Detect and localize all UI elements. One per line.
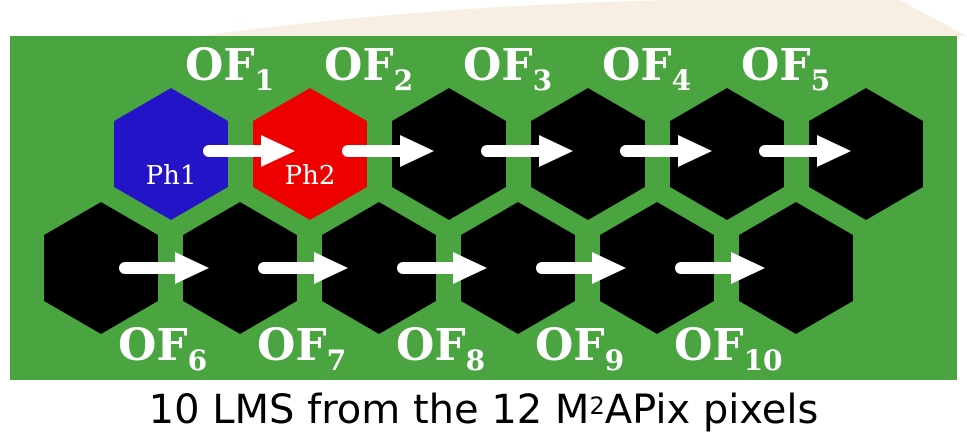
of-label-2: OF2 — [324, 40, 413, 97]
of-label-6: OF6 — [118, 320, 207, 377]
of-label-1: OF1 — [185, 40, 274, 97]
figure-caption: 10 LMS from the 12 M2APix pixels — [0, 380, 967, 440]
bottom-row-pixel-6 — [739, 202, 853, 334]
of-label-3: OF3 — [463, 40, 552, 97]
pixel-hexagons — [44, 88, 923, 334]
top-row-pixel-4 — [531, 88, 645, 220]
bottom-row-pixel-1 — [44, 202, 158, 334]
arrow-bottom-4 — [536, 252, 626, 284]
caption-text-end: APix pixels — [604, 387, 819, 433]
arrow-bottom-3 — [397, 252, 487, 284]
arrow-bottom-1 — [119, 252, 209, 284]
top-row-pixel-5 — [670, 88, 784, 220]
of-label-7: OF7 — [257, 320, 346, 377]
top-decorative-band — [200, 0, 967, 36]
top-row-pixel-2 — [253, 88, 367, 220]
arrow-top-1 — [203, 135, 295, 167]
arrow-bottom-2 — [258, 252, 348, 284]
bottom-row-pixel-4 — [461, 202, 575, 334]
of-label-4: OF4 — [602, 40, 691, 97]
top-row-pixel-1 — [114, 88, 228, 220]
of-label-5: OF5 — [741, 40, 830, 97]
caption-superscript: 2 — [589, 392, 605, 420]
arrow-top-2 — [342, 135, 434, 167]
photoreceptor-labels: Ph1 Ph2 — [146, 161, 336, 191]
arrows — [119, 135, 851, 284]
top-band-shape — [200, 0, 967, 36]
bottom-row-pixel-2 — [183, 202, 297, 334]
lms-diagram: Ph1 Ph2 OF1 OF2 OF3 OF4 OF5 OF6 OF7 OF8 OF9 OF10 — [10, 36, 957, 380]
bottom-row-pixel-5 — [600, 202, 714, 334]
pixel-label-ph2: Ph2 — [285, 161, 336, 191]
of-label-8: OF8 — [396, 320, 485, 377]
top-row-pixel-3 — [392, 88, 506, 220]
caption-text: 10 LMS from the 12 M — [148, 387, 590, 433]
of-label-9: OF9 — [535, 320, 624, 377]
arrow-bottom-5 — [675, 252, 765, 284]
of-labels-top: OF1 OF2 OF3 OF4 OF5 — [185, 40, 830, 97]
arrow-top-4 — [620, 135, 712, 167]
top-row-pixel-6 — [809, 88, 923, 220]
of-labels-bottom: OF6 OF7 OF8 OF9 OF10 — [118, 320, 783, 377]
arrow-top-3 — [481, 135, 573, 167]
arrow-top-5 — [759, 135, 851, 167]
pixel-label-ph1: Ph1 — [146, 161, 197, 191]
bottom-row-pixel-3 — [322, 202, 436, 334]
of-label-10: OF10 — [674, 320, 783, 377]
